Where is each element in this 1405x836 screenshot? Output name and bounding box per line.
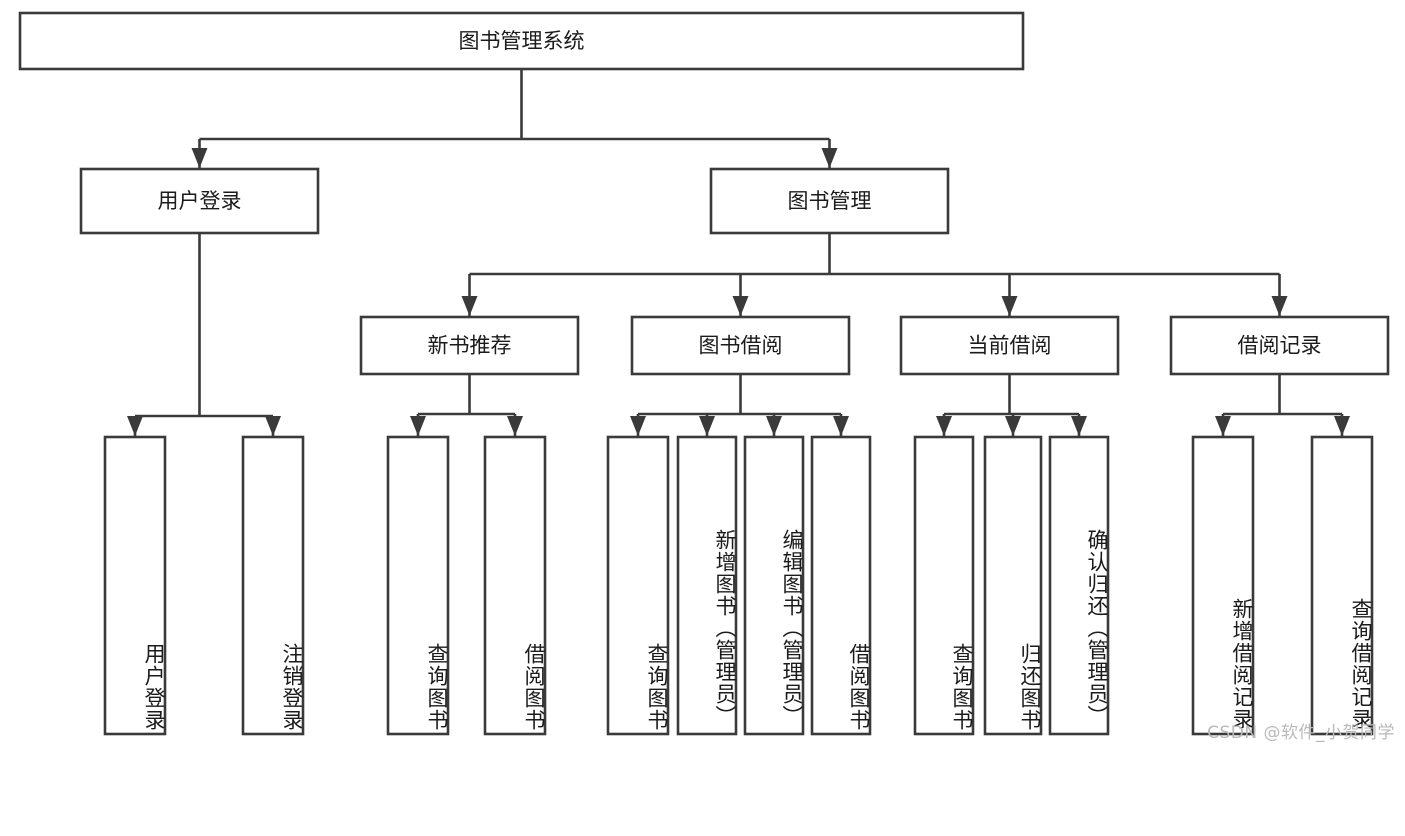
node-level3-label-3: 借阅记录: [1238, 334, 1322, 358]
node-leaf-box-10[interactable]: [1048, 435, 1110, 736]
node-leaf-box-11[interactable]: [1191, 435, 1255, 736]
node-leaf-box-6[interactable]: [743, 435, 805, 736]
arrow-head-icon: [766, 416, 782, 436]
arrow-head-icon: [191, 148, 208, 168]
node-level3-box-1[interactable]: [630, 315, 851, 376]
node-level3-label-2: 当前借阅: [968, 334, 1052, 358]
arrow-head-icon: [699, 416, 715, 436]
arrow-head-icon: [1071, 416, 1087, 436]
node-leaf-box-1[interactable]: [241, 435, 305, 736]
node-leaf-box-12[interactable]: [1310, 435, 1374, 736]
arrow-head-icon: [265, 416, 281, 436]
node-leaf-box-4[interactable]: [606, 435, 670, 736]
arrow-head-icon: [127, 416, 143, 436]
node-leaf-box-7[interactable]: [810, 435, 872, 736]
arrow-head-icon: [507, 416, 523, 436]
node-level3-box-2[interactable]: [899, 315, 1120, 376]
node-leaf-box-2[interactable]: [386, 435, 450, 736]
box-layer: [18, 11, 1390, 736]
csdn-watermark: CSDN @软件_小贺同学: [1207, 723, 1395, 743]
node-root-label: 图书管理系统: [459, 29, 585, 53]
arrow-head-icon: [936, 416, 952, 436]
arrow-head-icon: [1271, 296, 1288, 316]
arrow-head-icon: [1005, 416, 1021, 436]
node-root-box[interactable]: [18, 11, 1025, 71]
node-leaf-box-8[interactable]: [913, 435, 975, 736]
arrow-head-icon: [461, 296, 478, 316]
node-level2-box-0[interactable]: [79, 167, 320, 235]
arrow-head-icon: [1334, 416, 1350, 436]
node-leaf-box-9[interactable]: [983, 435, 1043, 736]
arrow-head-icon: [630, 416, 646, 436]
node-level2-box-1[interactable]: [709, 167, 950, 235]
node-level2-label-1: 图书管理: [788, 189, 872, 213]
arrow-head-icon: [833, 416, 849, 436]
node-leaf-box-3[interactable]: [483, 435, 547, 736]
connector-layer: [127, 69, 1350, 436]
arrow-head-icon: [821, 148, 838, 168]
node-leaf-box-5[interactable]: [676, 435, 738, 736]
arrow-head-icon: [410, 416, 426, 436]
system-structure-diagram: 图书管理系统用户登录图书管理新书推荐图书借阅当前借阅借阅记录 用户登录注销登录查…: [18, 11, 1395, 743]
node-level3-label-0: 新书推荐: [428, 334, 512, 358]
arrow-head-icon: [1215, 416, 1231, 436]
node-level3-box-0[interactable]: [359, 315, 580, 376]
node-level3-label-1: 图书借阅: [699, 334, 783, 358]
node-leaf-box-0[interactable]: [103, 435, 167, 736]
node-level2-label-0: 用户登录: [158, 189, 242, 213]
node-level3-box-3[interactable]: [1169, 315, 1390, 376]
arrow-head-icon: [1001, 296, 1018, 316]
arrow-head-icon: [732, 296, 749, 316]
